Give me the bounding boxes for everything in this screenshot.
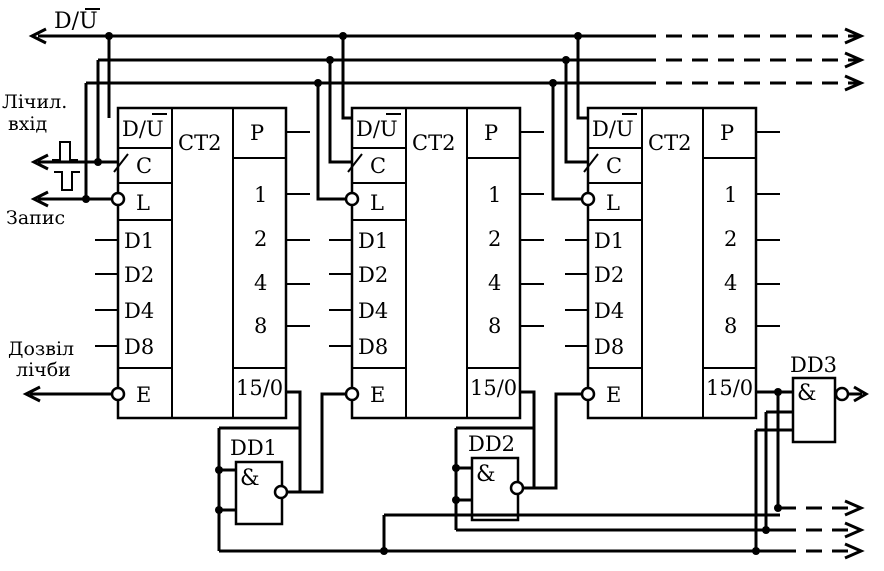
counter-2: D/U C L D1 D2 D4 D8 E CT2 P 1 2 4 8 15/0 <box>329 106 544 490</box>
dd2-output-wire <box>523 392 582 490</box>
c1-pin-load: L <box>136 191 150 215</box>
c3-pin-enable: E <box>606 383 621 407</box>
counter-1: D/U C L D1 D2 D4 D8 E CT2 P 1 2 4 8 15/0 <box>95 106 310 494</box>
enable-input-label-1: Дозвіл <box>8 338 74 360</box>
c1-pin-enable: E <box>136 383 151 407</box>
c1-clock-edge-mark <box>113 153 129 173</box>
c2-pin-q1: 1 <box>488 183 501 207</box>
c1-pin-q1: 1 <box>254 183 267 207</box>
c2-function-label: CT2 <box>412 131 455 155</box>
count-input-label-2: вхід <box>8 113 47 135</box>
dd1-and-symbol: & <box>240 466 260 491</box>
c3-pin-q1: 1 <box>724 183 737 207</box>
dd2-label: DD2 <box>468 432 515 456</box>
gate-dd1: & DD1 <box>230 436 289 526</box>
c3-function-label: CT2 <box>648 131 691 155</box>
c3-pin-d4: D4 <box>594 299 624 323</box>
dd1-output-wire <box>287 392 346 494</box>
c2-clock-feed <box>328 60 352 164</box>
dd2-and-symbol: & <box>476 462 496 487</box>
c1-load-bubble <box>110 191 126 207</box>
load-bus <box>86 74 865 92</box>
c3-pin-p: P <box>720 121 734 145</box>
c3-dir-feed <box>576 36 588 120</box>
falling-pulse-icon <box>54 171 80 191</box>
c1-pin-q2: 2 <box>254 227 267 251</box>
dd1-label: DD1 <box>230 436 277 460</box>
c2-pin-q8: 8 <box>488 314 501 338</box>
c1-enable-bubble <box>110 386 126 402</box>
c2-pin-tc: 15/0 <box>470 376 517 400</box>
dd3-and-symbol: & <box>797 381 817 406</box>
c2-pin-load: L <box>370 191 384 215</box>
c3-pin-q4: 4 <box>724 271 737 295</box>
c3-pin-d1: D1 <box>594 229 624 253</box>
c2-dir-feed <box>341 36 352 120</box>
c1-pin-q4: 4 <box>254 271 267 295</box>
dd3-label: DD3 <box>790 353 837 377</box>
c1-pin-d8: D8 <box>124 335 154 359</box>
c1-pin-q8: 8 <box>254 314 267 338</box>
c2-pin-dir: D/U <box>356 117 398 141</box>
bus-dir-label: D/U <box>54 9 98 34</box>
c3-pin-d8: D8 <box>594 335 624 359</box>
c3-pin-q2: 2 <box>724 227 737 251</box>
clock-bus <box>98 51 865 69</box>
c2-pin-d1: D1 <box>358 229 388 253</box>
c2-pin-enable: E <box>370 383 385 407</box>
write-input-line <box>30 171 112 208</box>
c1-function-label: CT2 <box>178 131 221 155</box>
enable-input-label-2: лічби <box>16 359 71 381</box>
c1-pin-d2: D2 <box>124 263 154 287</box>
c2-pin-p: P <box>484 121 498 145</box>
c2-pin-d2: D2 <box>358 263 388 287</box>
c3-pin-dir: D/U <box>592 117 634 141</box>
c1-pin-d4: D4 <box>124 299 154 323</box>
c2-pin-q4: 4 <box>488 271 501 295</box>
c1-pin-p: P <box>250 121 264 145</box>
clock-input-line <box>30 141 118 171</box>
count-input-label-1: Лічил. <box>2 91 67 113</box>
c2-pin-d4: D4 <box>358 299 388 323</box>
rising-pulse-icon <box>52 141 78 161</box>
c2-load-feed <box>316 83 346 201</box>
c3-load-feed <box>551 83 582 201</box>
c3-pin-clock: C <box>606 154 622 178</box>
c1-pin-clock: C <box>136 154 152 178</box>
c2-pin-clock: C <box>370 154 386 178</box>
gate-dd2: & DD2 <box>468 432 525 522</box>
c3-pin-tc: 15/0 <box>706 376 753 400</box>
write-input-label: Запис <box>6 207 65 229</box>
gate-dd3: & DD3 <box>790 353 850 444</box>
c2-pin-d8: D8 <box>358 335 388 359</box>
c3-pin-d2: D2 <box>594 263 624 287</box>
c3-clock-feed <box>564 60 588 164</box>
c3-pin-q8: 8 <box>724 314 737 338</box>
counter-3: D/U C L D1 D2 D4 D8 E CT2 P 1 2 4 8 15/0 <box>565 106 780 420</box>
c1-pin-d1: D1 <box>124 229 154 253</box>
c1-pin-tc: 15/0 <box>236 376 283 400</box>
c3-pin-load: L <box>606 191 620 215</box>
enable-input-line <box>22 385 112 403</box>
direction-bus <box>28 27 865 45</box>
c1-pin-dir: D/U <box>122 117 164 141</box>
c2-pin-q2: 2 <box>488 227 501 251</box>
